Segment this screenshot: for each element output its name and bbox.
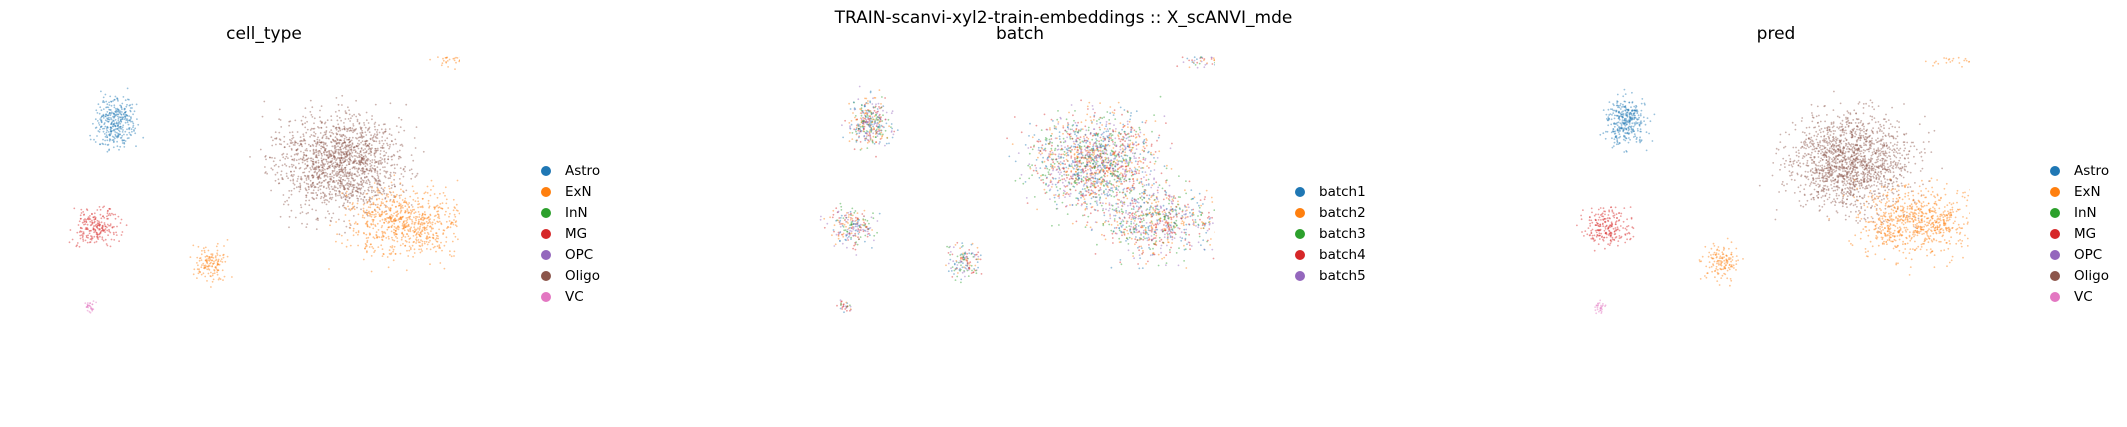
panel-title-batch: batch (996, 24, 1044, 44)
legend-item-opc: OPC (2050, 244, 2109, 265)
legend-marker (2050, 291, 2060, 302)
legend-item-exn: ExN (2050, 181, 2109, 202)
legend-marker (541, 228, 551, 239)
legend-item-batch3: batch3 (1295, 223, 1366, 244)
legend-item-mg: MG (2050, 223, 2109, 244)
legend-label: batch5 (1319, 267, 1366, 284)
legend-marker (2050, 207, 2060, 218)
legend-item-oligo: Oligo (2050, 265, 2109, 286)
legend-item-astro: Astro (541, 160, 600, 181)
legend-marker (2050, 249, 2060, 260)
legend-marker (2050, 165, 2060, 176)
scatter-points (68, 56, 460, 314)
legend-item-vc: VC (541, 286, 600, 307)
legend-label: Astro (565, 162, 601, 179)
legend-label: OPC (565, 246, 594, 263)
legend-label: OPC (2074, 246, 2103, 263)
legend-marker (1295, 270, 1305, 281)
legend-marker (1295, 228, 1305, 239)
legend-label: batch2 (1319, 204, 1366, 221)
legend-marker (1295, 186, 1305, 197)
panel-title-pred: pred (1756, 24, 1796, 44)
legend-marker (541, 165, 551, 176)
figure-suptitle: TRAIN-scanvi-xyl2-train-embeddings :: X_… (834, 8, 1293, 28)
legend-item-astro: Astro (2050, 160, 2109, 181)
legend-marker (541, 186, 551, 197)
legend-marker (1295, 249, 1305, 260)
legend-label: MG (565, 225, 588, 242)
legend-marker (541, 249, 551, 260)
legend-label: MG (2074, 225, 2097, 242)
legend-item-mg: MG (541, 223, 600, 244)
legend-label: Oligo (565, 267, 600, 284)
legend-item-inn: InN (541, 202, 600, 223)
legend-item-inn: InN (2050, 202, 2109, 223)
legend-item-batch4: batch4 (1295, 244, 1366, 265)
scatter-plot-cell-type (68, 56, 460, 314)
legend-marker (541, 291, 551, 302)
legend-marker (2050, 186, 2060, 197)
legend-label: Oligo (2074, 267, 2109, 284)
legend-label: InN (565, 204, 588, 221)
scatter-points (819, 56, 1215, 314)
legend-marker (541, 207, 551, 218)
legend-label: VC (565, 288, 584, 305)
legend-item-batch1: batch1 (1295, 181, 1366, 202)
legend-item-vc: VC (2050, 286, 2109, 307)
legend-label: ExN (2074, 183, 2101, 200)
legend-item-opc: OPC (541, 244, 600, 265)
legend-label: ExN (565, 183, 592, 200)
scatter-plot-pred (1576, 56, 1970, 315)
legend-label: VC (2074, 288, 2093, 305)
legend-batch: batch1 batch2 batch3 batch4 batch5 (1295, 181, 1366, 286)
panel-title-cell-type: cell_type (226, 24, 302, 44)
legend-marker (2050, 228, 2060, 239)
legend-item-batch2: batch2 (1295, 202, 1366, 223)
legend-label: batch3 (1319, 225, 1366, 242)
legend-item-exn: ExN (541, 181, 600, 202)
legend-item-oligo: Oligo (541, 265, 600, 286)
legend-label: InN (2074, 204, 2097, 221)
legend-marker (541, 270, 551, 281)
scatter-points (1576, 56, 1970, 315)
legend-label: Astro (2074, 162, 2110, 179)
legend-label: batch1 (1319, 183, 1366, 200)
scatter-plot-batch (819, 56, 1215, 314)
legend-label: batch4 (1319, 246, 1366, 263)
legend-marker (1295, 207, 1305, 218)
legend-item-batch5: batch5 (1295, 265, 1366, 286)
legend-marker (2050, 270, 2060, 281)
